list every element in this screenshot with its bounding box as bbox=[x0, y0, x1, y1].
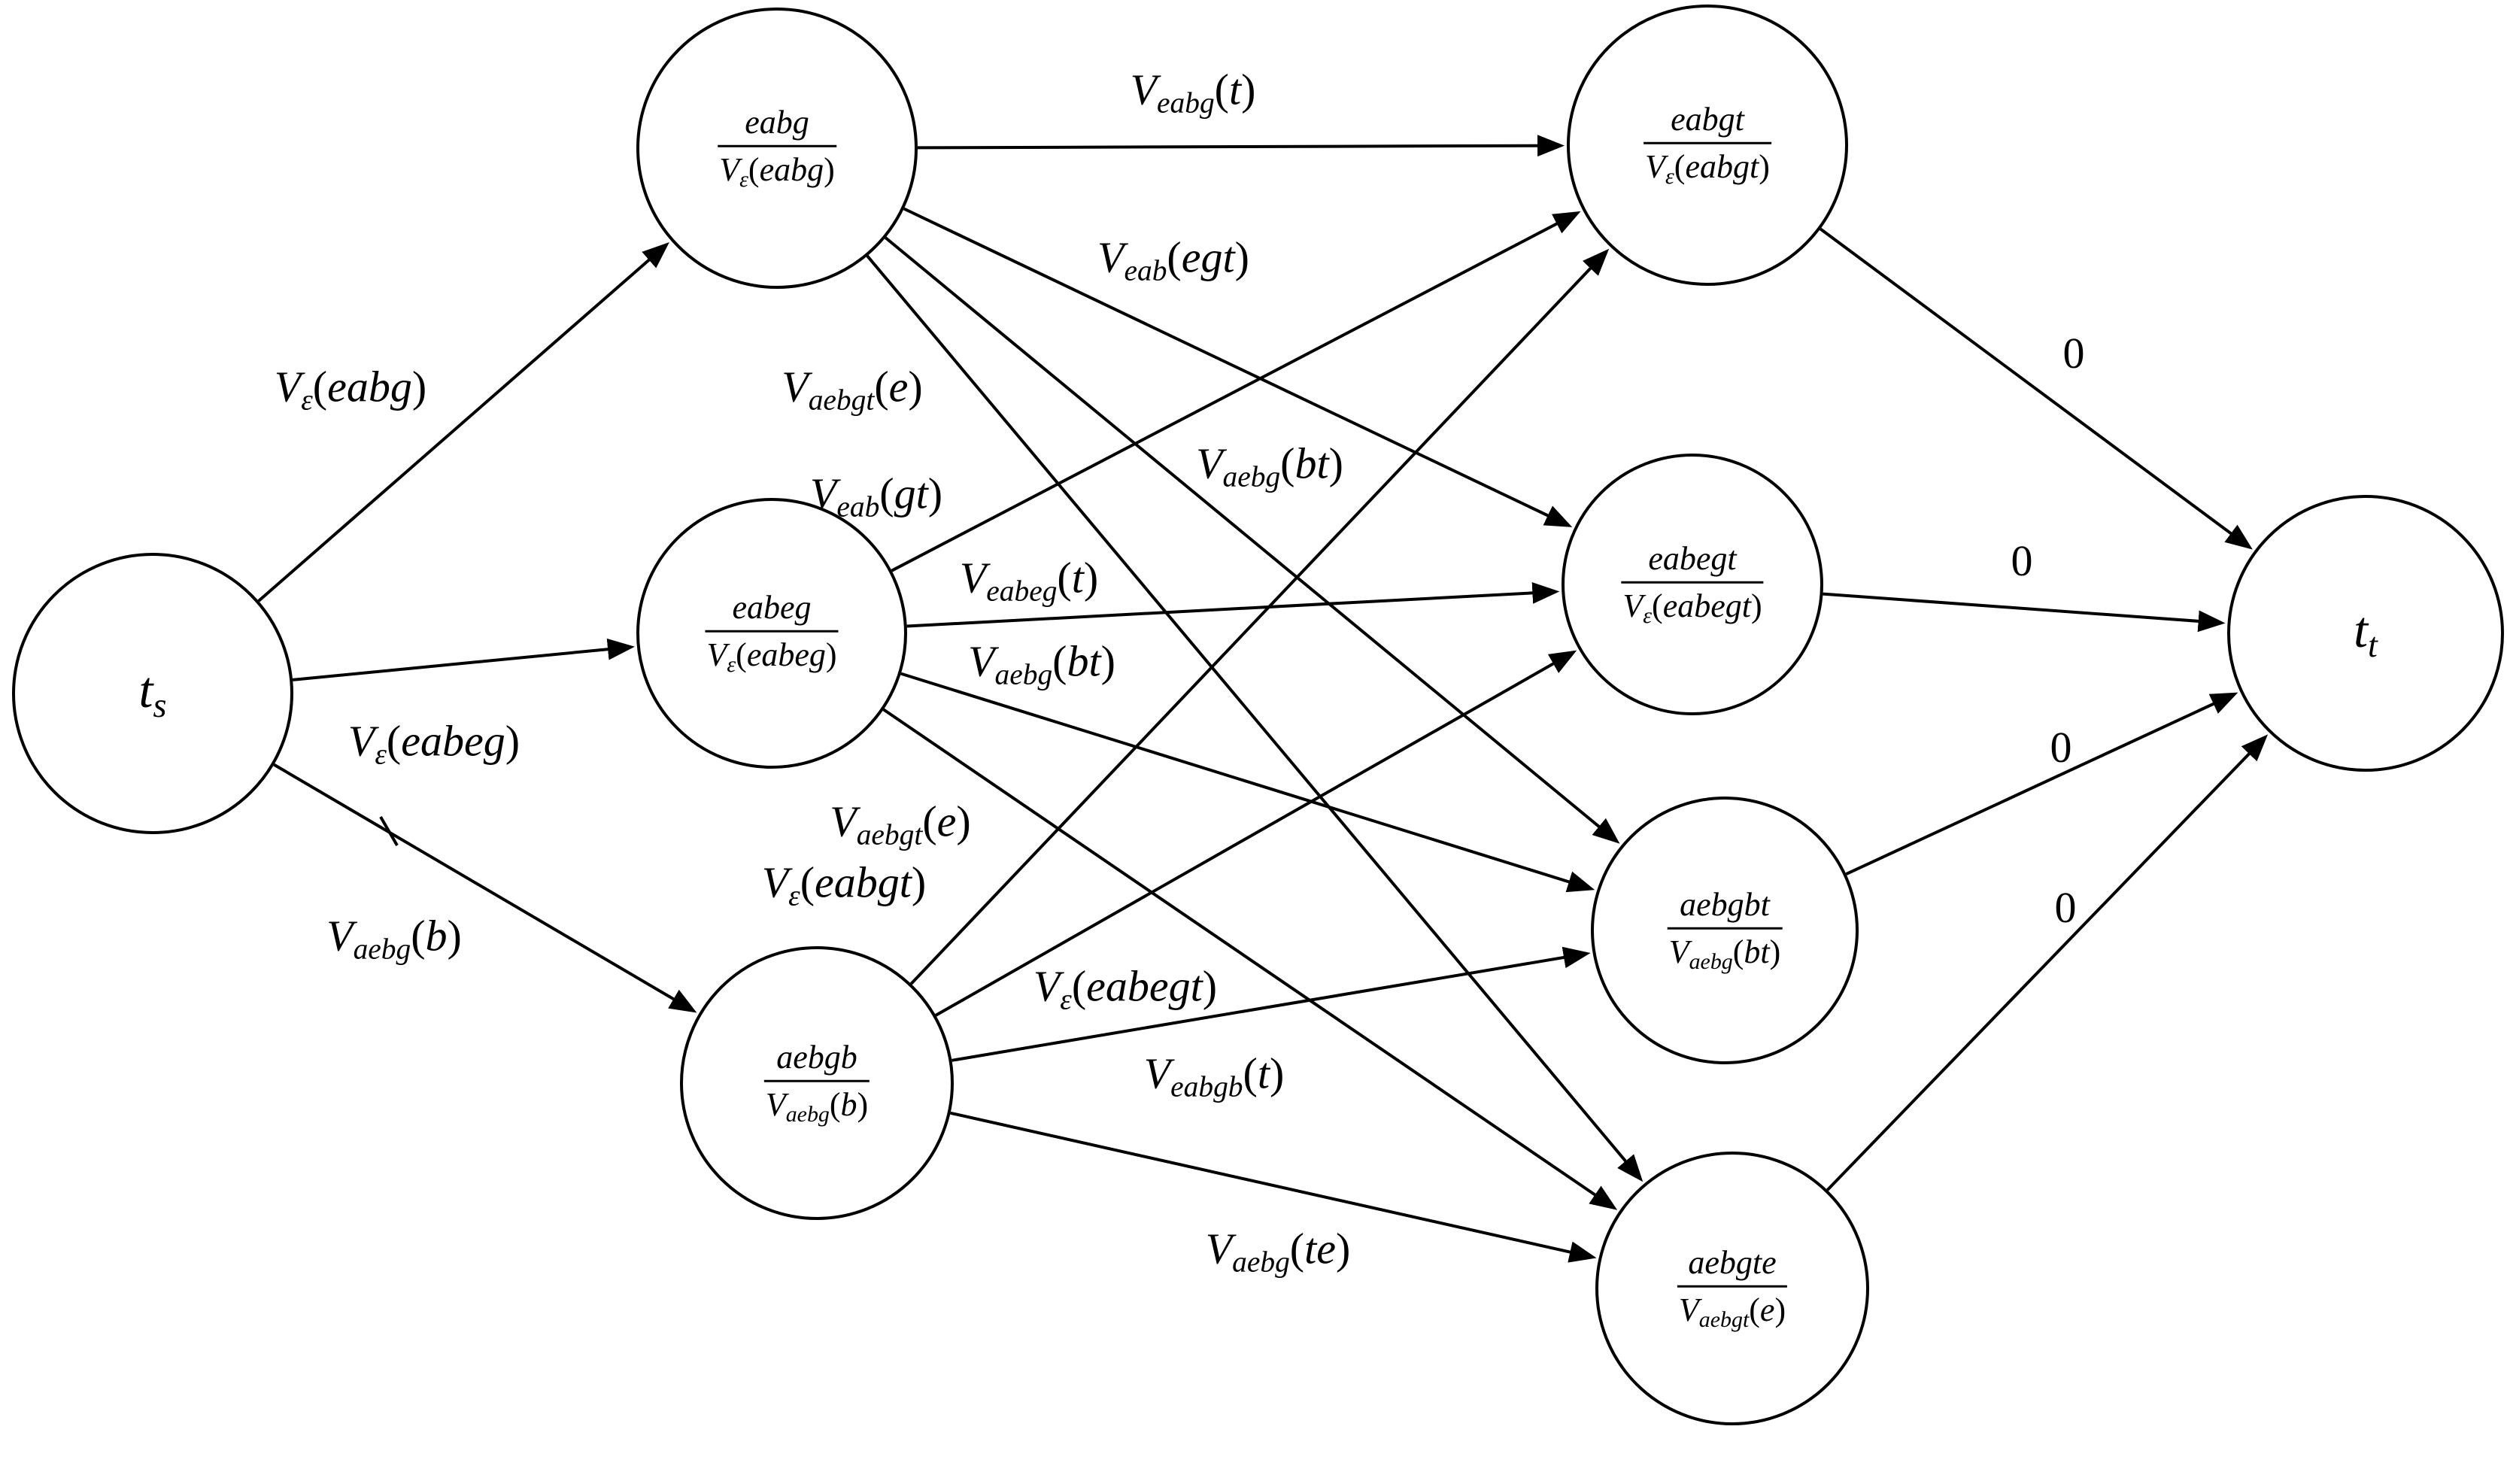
node-circle-tt bbox=[2227, 495, 2504, 772]
edge-eabg-to-eabegt bbox=[903, 207, 1573, 527]
edge-eabgt-to-tt bbox=[1820, 227, 2253, 550]
edge-ts-to-eabeg bbox=[292, 638, 635, 681]
edge-eabeg-to-eabegt bbox=[906, 581, 1560, 628]
edge-aebgb-to-aebgbt bbox=[952, 946, 1591, 1062]
edge-aebgb-to-eabgt bbox=[909, 248, 1610, 985]
node-circle-eabg bbox=[636, 8, 918, 289]
edge-eabeg-to-aebgte bbox=[882, 708, 1618, 1210]
node-circle-aebgb bbox=[680, 946, 954, 1220]
node-circle-aebgbt bbox=[1591, 797, 1859, 1064]
node-circle-ts bbox=[12, 553, 293, 834]
edge-eabeg-to-eabgt bbox=[891, 211, 1581, 572]
edge-eabegt-to-tt bbox=[1823, 592, 2226, 633]
edge-aebgte-to-tt bbox=[1826, 734, 2269, 1191]
edge-aebgb-to-eabegt bbox=[935, 650, 1577, 1017]
edge-eabg-to-aebgbt bbox=[884, 236, 1620, 844]
edge-eabg-to-eabgt bbox=[917, 135, 1565, 157]
node-circle-eabegt bbox=[1562, 454, 1823, 715]
tick-mark bbox=[379, 815, 399, 847]
edge-eabg-to-aebgte bbox=[866, 255, 1644, 1182]
edge-aebgbt-to-tt bbox=[1845, 692, 2238, 876]
node-circle-eabeg bbox=[636, 498, 907, 769]
edge-aebgb-to-aebgte bbox=[950, 1111, 1597, 1263]
edge-ts-to-eabg bbox=[257, 241, 669, 602]
edge-eabeg-to-aebgbt bbox=[900, 672, 1595, 893]
node-circle-aebgte bbox=[1595, 1152, 1869, 1425]
edge-ts-to-aebgb bbox=[273, 763, 697, 1013]
node-circle-eabgt bbox=[1567, 5, 1848, 286]
